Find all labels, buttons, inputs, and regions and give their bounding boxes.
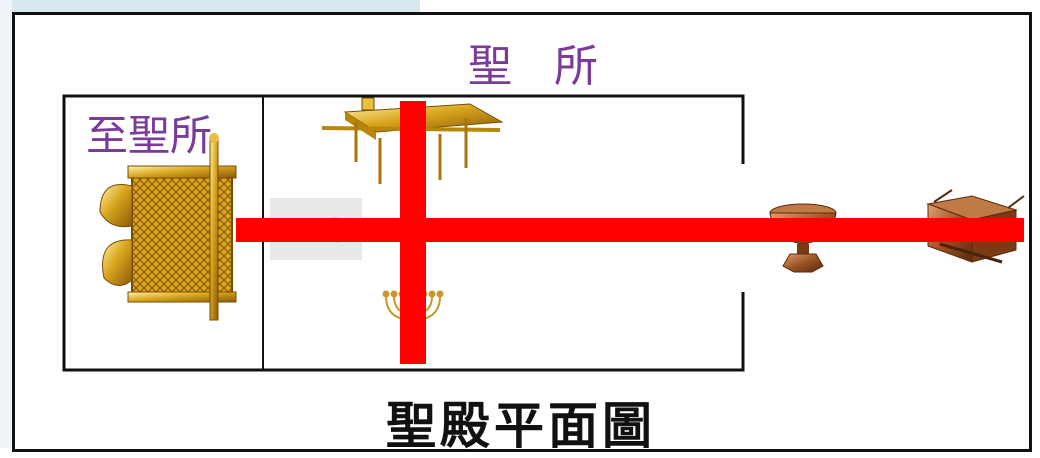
left-strip [0, 0, 12, 448]
top-strip [0, 0, 420, 12]
temple-plan [62, 94, 1025, 372]
diagram-caption: 聖殿平面圖 [386, 397, 656, 455]
holy-place-label: 聖 所 [468, 41, 612, 92]
ark-of-covenant-icon [99, 133, 237, 321]
red-cross [236, 101, 1024, 364]
holy-of-holies-label: 至聖所 [86, 111, 213, 160]
